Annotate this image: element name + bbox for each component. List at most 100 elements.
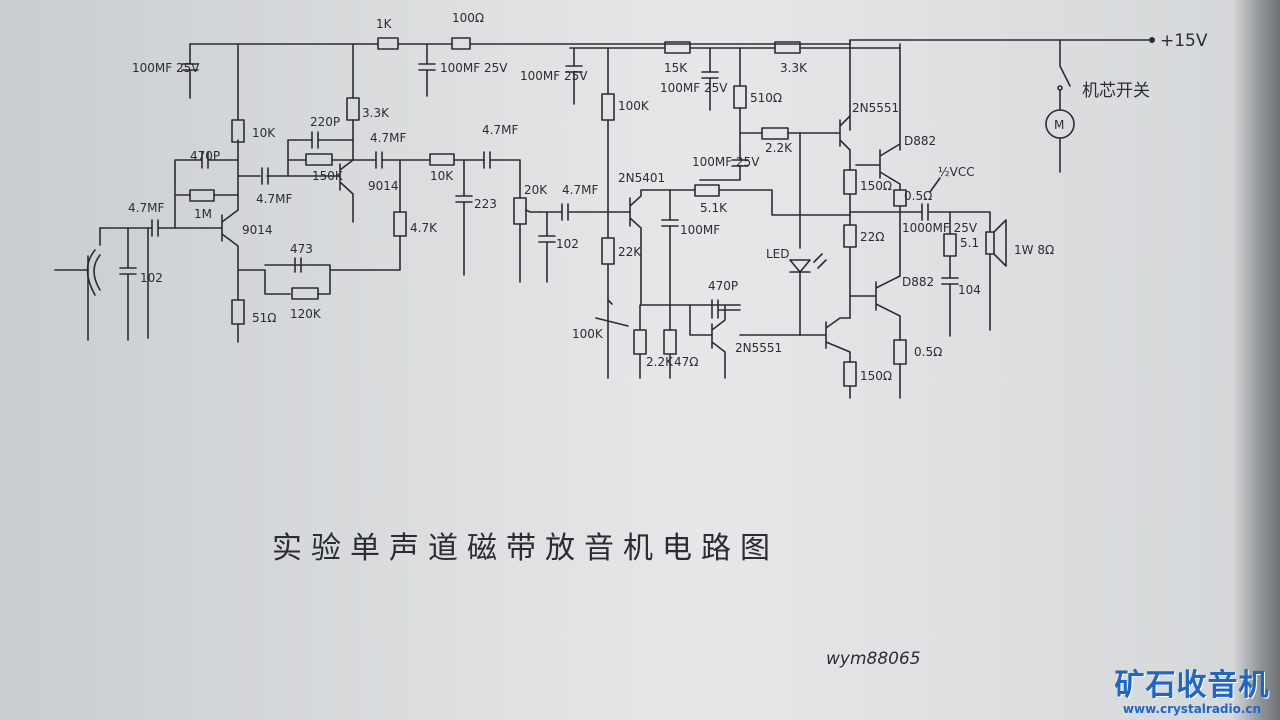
resistor-51ohm: 51Ω — [231, 299, 276, 343]
transistor-9014-q2: 9014 — [335, 159, 399, 223]
transistor-2n5551-driver: 2N5551 — [835, 101, 899, 171]
svg-text:51Ω: 51Ω — [252, 311, 276, 325]
capacitor-4.7uf-input: 4.7ΜF — [128, 201, 206, 237]
capacitor-4.7uf-coupling3: 4.7ΜF — [370, 131, 431, 169]
motor-icon: M — [1054, 118, 1064, 132]
resistor-2.2k-bootstrap: 2.2K — [761, 127, 793, 155]
watermark-name: 矿石收音机 — [1114, 668, 1270, 703]
svg-text:473: 473 — [290, 242, 313, 256]
svg-text:4.7ΜF: 4.7ΜF — [370, 131, 406, 145]
svg-text:3.3K: 3.3K — [780, 61, 808, 75]
motor-switch: 机芯开关 — [1057, 39, 1150, 111]
svg-text:100ΜF 25V: 100ΜF 25V — [440, 61, 508, 75]
svg-text:1K: 1K — [376, 17, 393, 31]
svg-text:223: 223 — [474, 197, 497, 211]
svg-text:100Ω: 100Ω — [452, 11, 484, 25]
svg-text:100ΜF 25V: 100ΜF 25V — [132, 61, 200, 75]
svg-text:1W 8Ω: 1W 8Ω — [1014, 243, 1054, 257]
svg-text:22Ω: 22Ω — [860, 230, 884, 244]
diagram-title: 实验单声道磁带放音机电路图 — [272, 531, 779, 566]
switch-label: 机芯开关 — [1082, 81, 1150, 101]
resistor-0.5ohm-bottom: 0.5Ω — [893, 339, 942, 399]
svg-text:10K: 10K — [252, 126, 276, 140]
svg-text:0.5Ω: 0.5Ω — [914, 345, 942, 359]
transistor-d882-top: D882 — [855, 134, 936, 191]
resistor-47ohm: 47Ω — [663, 329, 698, 379]
svg-text:1000ΜF 25V: 1000ΜF 25V — [902, 221, 978, 235]
half-vcc-marker: ½VCC — [929, 165, 975, 193]
svg-text:20K: 20K — [524, 183, 548, 197]
resistor-22ohm: 22Ω — [843, 214, 884, 319]
capacitor-470p-feedback: 470P — [174, 149, 239, 177]
resistor-3.3k-stage2: 3.3K — [346, 97, 390, 121]
svg-text:10K: 10K — [430, 169, 454, 183]
transistor-2n5401: 2N5401 — [618, 171, 696, 306]
speaker: 1W 8Ω — [985, 219, 1054, 331]
resistor-150ohm-bottom: 150Ω — [843, 361, 892, 399]
capacitor-100uf-mid: 100ΜF 25V — [660, 47, 728, 111]
zobel-network: 5.1 104 — [941, 211, 981, 337]
svg-text:120K: 120K — [290, 307, 322, 321]
svg-text:150Ω: 150Ω — [860, 179, 892, 193]
svg-text:½VCC: ½VCC — [938, 165, 975, 179]
resistor-510ohm: 510Ω — [733, 85, 782, 109]
svg-text:150K: 150K — [312, 169, 344, 183]
resistor-10k-filter: 10K — [429, 153, 485, 183]
capacitor-473: 473 — [290, 242, 313, 273]
svg-text:15K: 15K — [664, 61, 688, 75]
resistor-1k-rail: 1K — [376, 17, 399, 50]
svg-text:470P: 470P — [190, 149, 220, 163]
svg-text:4.7K: 4.7K — [410, 221, 438, 235]
supply-rail: +15V — [189, 31, 1208, 151]
svg-text:4.7ΜF: 4.7ΜF — [128, 201, 164, 215]
svg-text:150Ω: 150Ω — [860, 369, 892, 383]
tape-head-input — [54, 227, 149, 341]
svg-text:510Ω: 510Ω — [750, 91, 782, 105]
svg-text:5.1: 5.1 — [960, 236, 979, 250]
capacitor-100uf-bootstrap: 100ΜF 25V — [692, 149, 760, 181]
svg-text:1M: 1M — [194, 207, 212, 221]
svg-text:102: 102 — [140, 271, 163, 285]
resistor-120k: 120K — [290, 287, 322, 321]
resistor-5.1k: 5.1K — [694, 184, 851, 216]
potentiometer-100k-bias: 100K — [572, 299, 629, 341]
svg-text:47Ω: 47Ω — [674, 355, 698, 369]
capacitor-100uf-power: 100ΜF 25V — [520, 47, 588, 105]
resistor-100k-bias: 100K — [601, 93, 650, 121]
resistor-22k: 22K — [601, 237, 642, 265]
motor: M — [1045, 109, 1075, 173]
svg-text:3.3K: 3.3K — [362, 106, 390, 120]
svg-text:100ΜF 25V: 100ΜF 25V — [692, 155, 760, 169]
transistor-2n5551-vas: 2N5551 — [705, 304, 782, 379]
svg-text:470P: 470P — [708, 279, 738, 293]
svg-text:5.1K: 5.1K — [700, 201, 728, 215]
svg-text:100ΜF 25V: 100ΜF 25V — [660, 81, 728, 95]
author-signature: wym88065 — [826, 649, 921, 669]
svg-text:2.2K: 2.2K — [765, 141, 793, 155]
svg-text:4.7ΜF: 4.7ΜF — [256, 192, 292, 206]
svg-text:2N5401: 2N5401 — [618, 171, 665, 185]
svg-text:D882: D882 — [904, 134, 936, 148]
capacitor-470p-vas: 470P — [689, 279, 741, 336]
capacitor-1000uf-output: 1000ΜF 25V — [902, 203, 991, 235]
resistor-15k: 15K — [664, 41, 691, 75]
capacitor-100uf-feedback: 100ΜF — [661, 189, 720, 306]
svg-text:100K: 100K — [618, 99, 650, 113]
svg-text:100ΜF 25V: 100ΜF 25V — [520, 69, 588, 83]
svg-text:22K: 22K — [618, 245, 642, 259]
resistor-100ohm-rail: 100Ω — [451, 11, 484, 50]
transistor-driver-low — [799, 317, 851, 363]
resistor-3.3k-top: 3.3K — [774, 41, 808, 75]
svg-text:4.7ΜF: 4.7ΜF — [562, 183, 598, 197]
capacitor-4.7uf-volume: 4.7ΜF — [482, 123, 521, 199]
svg-text:102: 102 — [556, 237, 579, 251]
svg-text:4.7ΜF: 4.7ΜF — [482, 123, 518, 137]
resistor-1m: 1M — [189, 189, 215, 221]
led: LED — [766, 247, 827, 273]
supply-label: +15V — [1160, 31, 1208, 51]
svg-text:LED: LED — [766, 247, 790, 261]
svg-text:9014: 9014 — [242, 223, 273, 237]
svg-text:2N5551: 2N5551 — [735, 341, 782, 355]
capacitor-100uf-second: 100ΜF 25V — [418, 43, 508, 97]
svg-text:D882: D882 — [902, 275, 934, 289]
